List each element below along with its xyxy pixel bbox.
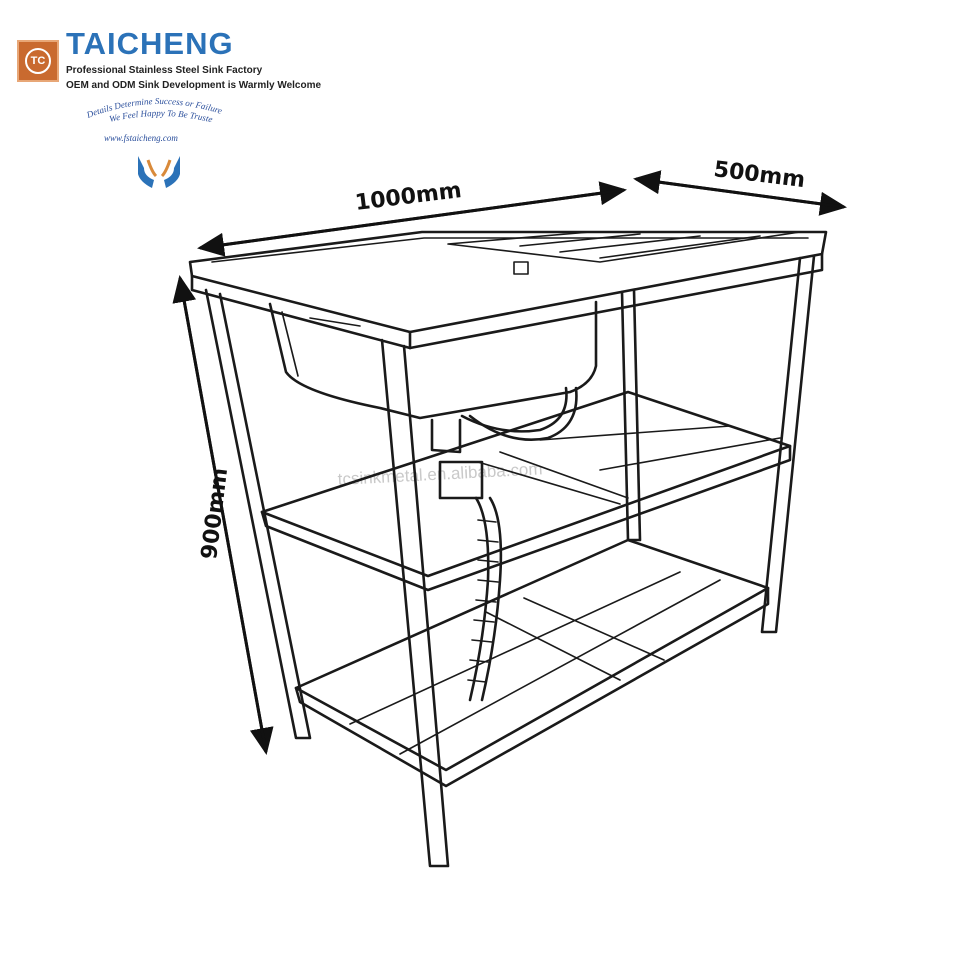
frame-legs (204, 254, 816, 868)
depth-dimension-arrow (633, 170, 847, 216)
countertop (188, 230, 828, 350)
company-logo: TC (17, 40, 59, 82)
slogan-block: Details Determine Success or Failure We … (80, 88, 223, 143)
bottom-shelf (294, 538, 770, 788)
tagline-factory: Professional Stainless Steel Sink Factor… (66, 65, 263, 76)
sink-bowl (268, 300, 598, 420)
hands-icon (138, 156, 180, 188)
length-label: 1000mm (354, 178, 463, 216)
brand-header: TC TAICHENG Professional Stainless Steel… (0, 0, 340, 200)
website-text: www.fstaicheng.com (104, 133, 178, 143)
tagline-oem: OEM and ODM Sink Development is Warmly W… (66, 80, 322, 91)
depth-label: 500mm (712, 157, 806, 193)
logo-text: TC (25, 48, 51, 74)
middle-shelf (260, 390, 792, 592)
height-dimension-arrow (172, 275, 274, 755)
length-dimension-arrow (197, 181, 627, 257)
brand-name: TAICHENG (66, 26, 234, 61)
